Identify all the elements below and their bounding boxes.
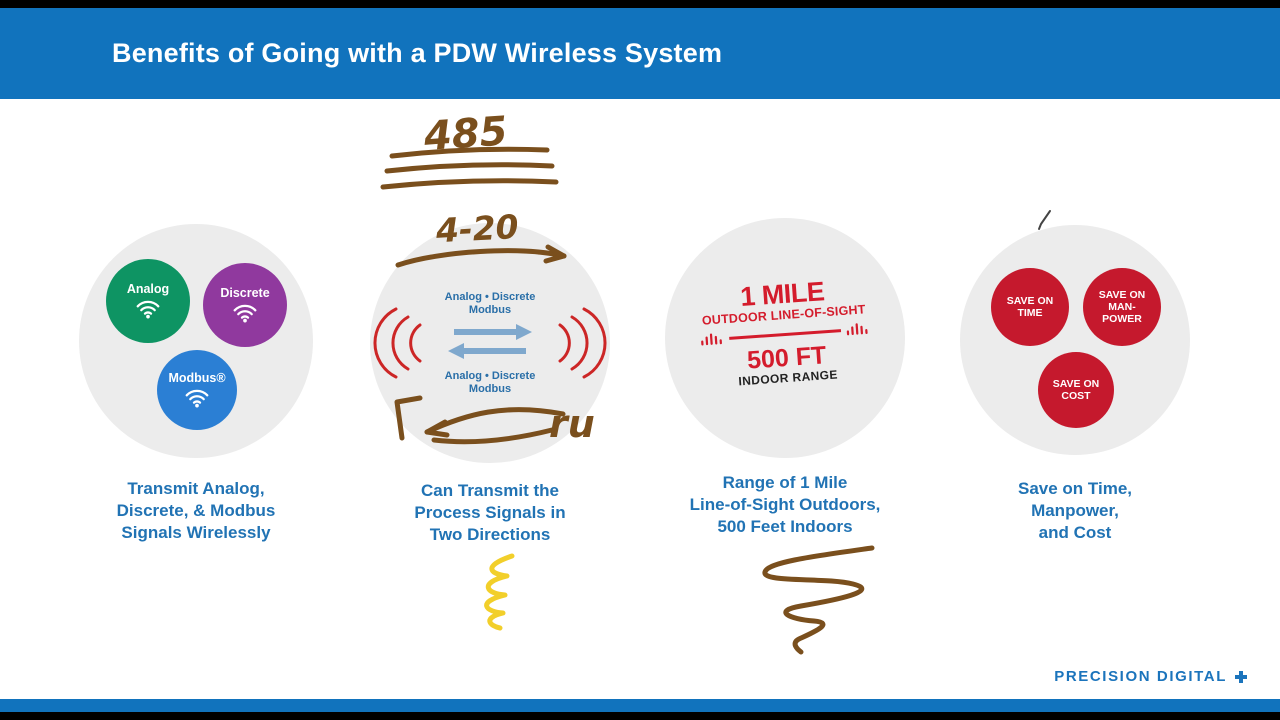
brand-name: PRECISION DIGITAL xyxy=(1054,668,1227,685)
slide-title: Benefits of Going with a PDW Wireless Sy… xyxy=(112,38,723,68)
save-on-cost-label: SAVE ON COST xyxy=(1052,377,1100,402)
discrete-badge: Discrete xyxy=(203,263,287,347)
save-on-cost-badge: SAVE ON COST xyxy=(1038,352,1114,428)
feature-circle-background: SAVE ON TIME SAVE ON MAN- POWER SAVE ON … xyxy=(960,225,1190,455)
feature-caption: Transmit Analog, Discrete, & Modbus Sign… xyxy=(116,479,276,542)
range-line xyxy=(729,328,842,340)
two-way-signal-graphic xyxy=(373,307,607,379)
underline-stroke xyxy=(389,146,550,159)
footer-accent-bar xyxy=(0,699,1280,712)
modbus-label: Modbus® xyxy=(168,370,226,385)
letterbox-bottom xyxy=(0,712,1280,720)
signal-label-bottom: Analog • Discrete Modbus xyxy=(444,370,536,395)
feature-caption: Range of 1 Mile Line-of-Sight Outdoors, … xyxy=(689,473,881,536)
feature-two-directions: Analog • Discrete Modbus Analog • Discre… xyxy=(370,223,610,553)
precision-digital-logo: PRECISION DIGITAL xyxy=(1054,668,1248,685)
yellow-scribble xyxy=(484,553,515,631)
underline-stroke xyxy=(384,162,555,174)
analog-badge: Analog xyxy=(106,259,190,343)
save-on-manpower-badge: SAVE ON MAN- POWER xyxy=(1083,268,1161,346)
signal-bars-icon xyxy=(846,323,868,336)
wifi-icon xyxy=(233,305,257,323)
range-divider xyxy=(675,319,895,348)
signal-label-top: Analog • Discrete Modbus xyxy=(444,291,536,316)
feature-savings: SAVE ON TIME SAVE ON MAN- POWER SAVE ON … xyxy=(960,225,1190,555)
save-on-time-label: SAVE ON TIME xyxy=(1006,294,1054,319)
brown-scribble xyxy=(762,545,875,655)
wifi-icon xyxy=(136,301,160,319)
feature-range: 1 MILE OUTDOOR LINE-OF-SIGHT 500 FT INDO… xyxy=(665,218,905,558)
save-on-time-badge: SAVE ON TIME xyxy=(991,268,1069,346)
save-on-manpower-label: SAVE ON MAN- POWER xyxy=(1098,288,1146,326)
discrete-label: Discrete xyxy=(220,285,270,300)
brand-cross-icon xyxy=(1235,670,1247,683)
range-graphic: 1 MILE OUTDOOR LINE-OF-SIGHT 500 FT INDO… xyxy=(672,272,899,393)
feature-caption: Can Transmit the Process Signals in Two … xyxy=(414,481,566,544)
wifi-icon xyxy=(185,390,209,408)
modbus-badge: Modbus® xyxy=(157,350,237,430)
signal-bars-icon xyxy=(701,333,722,346)
letterbox-top xyxy=(0,0,1280,8)
feature-circle-background xyxy=(665,218,905,458)
underline-stroke xyxy=(380,178,559,190)
feature-circle-background: Analog Discrete Modbus® xyxy=(79,224,313,458)
analog-label: Analog xyxy=(126,281,170,296)
feature-transmit-signals: Analog Discrete Modbus® xyxy=(79,224,313,554)
title-bar: Benefits of Going with a PDW Wireless Sy… xyxy=(0,8,1280,99)
handwritten-485: 485 xyxy=(421,108,509,160)
feature-caption: Save on Time, Manpower, and Cost xyxy=(1017,479,1132,542)
